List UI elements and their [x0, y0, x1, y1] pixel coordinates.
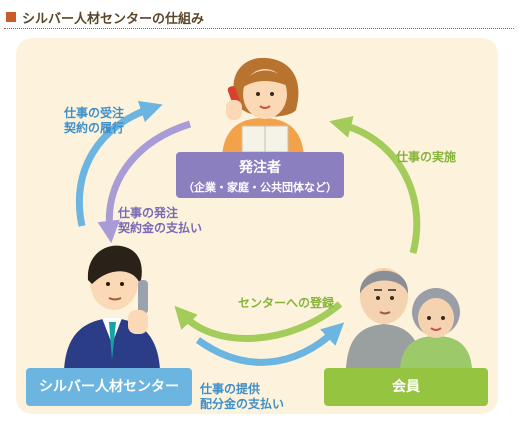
label-provision: 仕事の提供 配分金の支払い	[200, 382, 284, 412]
label-order-placement-line2: 契約金の支払い	[118, 221, 203, 235]
label-order-placement-line1: 仕事の発注	[118, 206, 179, 220]
label-order-receipt: 仕事の受注 契約の履行	[64, 106, 124, 136]
label-provision-line1: 仕事の提供	[200, 382, 261, 396]
header-square-icon	[6, 12, 16, 22]
elderly-couple-icon	[346, 268, 472, 368]
orderer-subtitle: （企業・家庭・公共団体など）	[183, 181, 337, 194]
label-order-receipt-line1: 仕事の受注	[64, 106, 125, 120]
woman-on-phone-icon	[222, 57, 304, 156]
arrow-provision	[195, 322, 345, 366]
label-registration: センターへの登録	[238, 296, 335, 310]
member-box: 会員	[324, 368, 488, 406]
arrow-order-placement	[97, 120, 192, 244]
arrow-registration	[174, 301, 343, 342]
orderer-box: 発注者 （企業・家庭・公共団体など）	[176, 152, 344, 198]
label-provision-line2: 配分金の支払い	[200, 397, 285, 411]
arrow-execution	[329, 115, 421, 254]
label-order-placement: 仕事の発注 契約金の支払い	[118, 206, 202, 236]
arrow-order-receipt	[75, 100, 163, 227]
label-execution: 仕事の実施	[396, 150, 457, 164]
center-box: シルバー人材センター	[26, 368, 192, 406]
section-title: シルバー人材センターの仕組み	[22, 11, 205, 27]
section-header: シルバー人材センターの仕組み	[4, 6, 514, 29]
man-with-headset-icon	[64, 245, 160, 370]
label-order-receipt-line2: 契約の履行	[64, 121, 125, 135]
orderer-title: 発注者	[239, 160, 281, 176]
